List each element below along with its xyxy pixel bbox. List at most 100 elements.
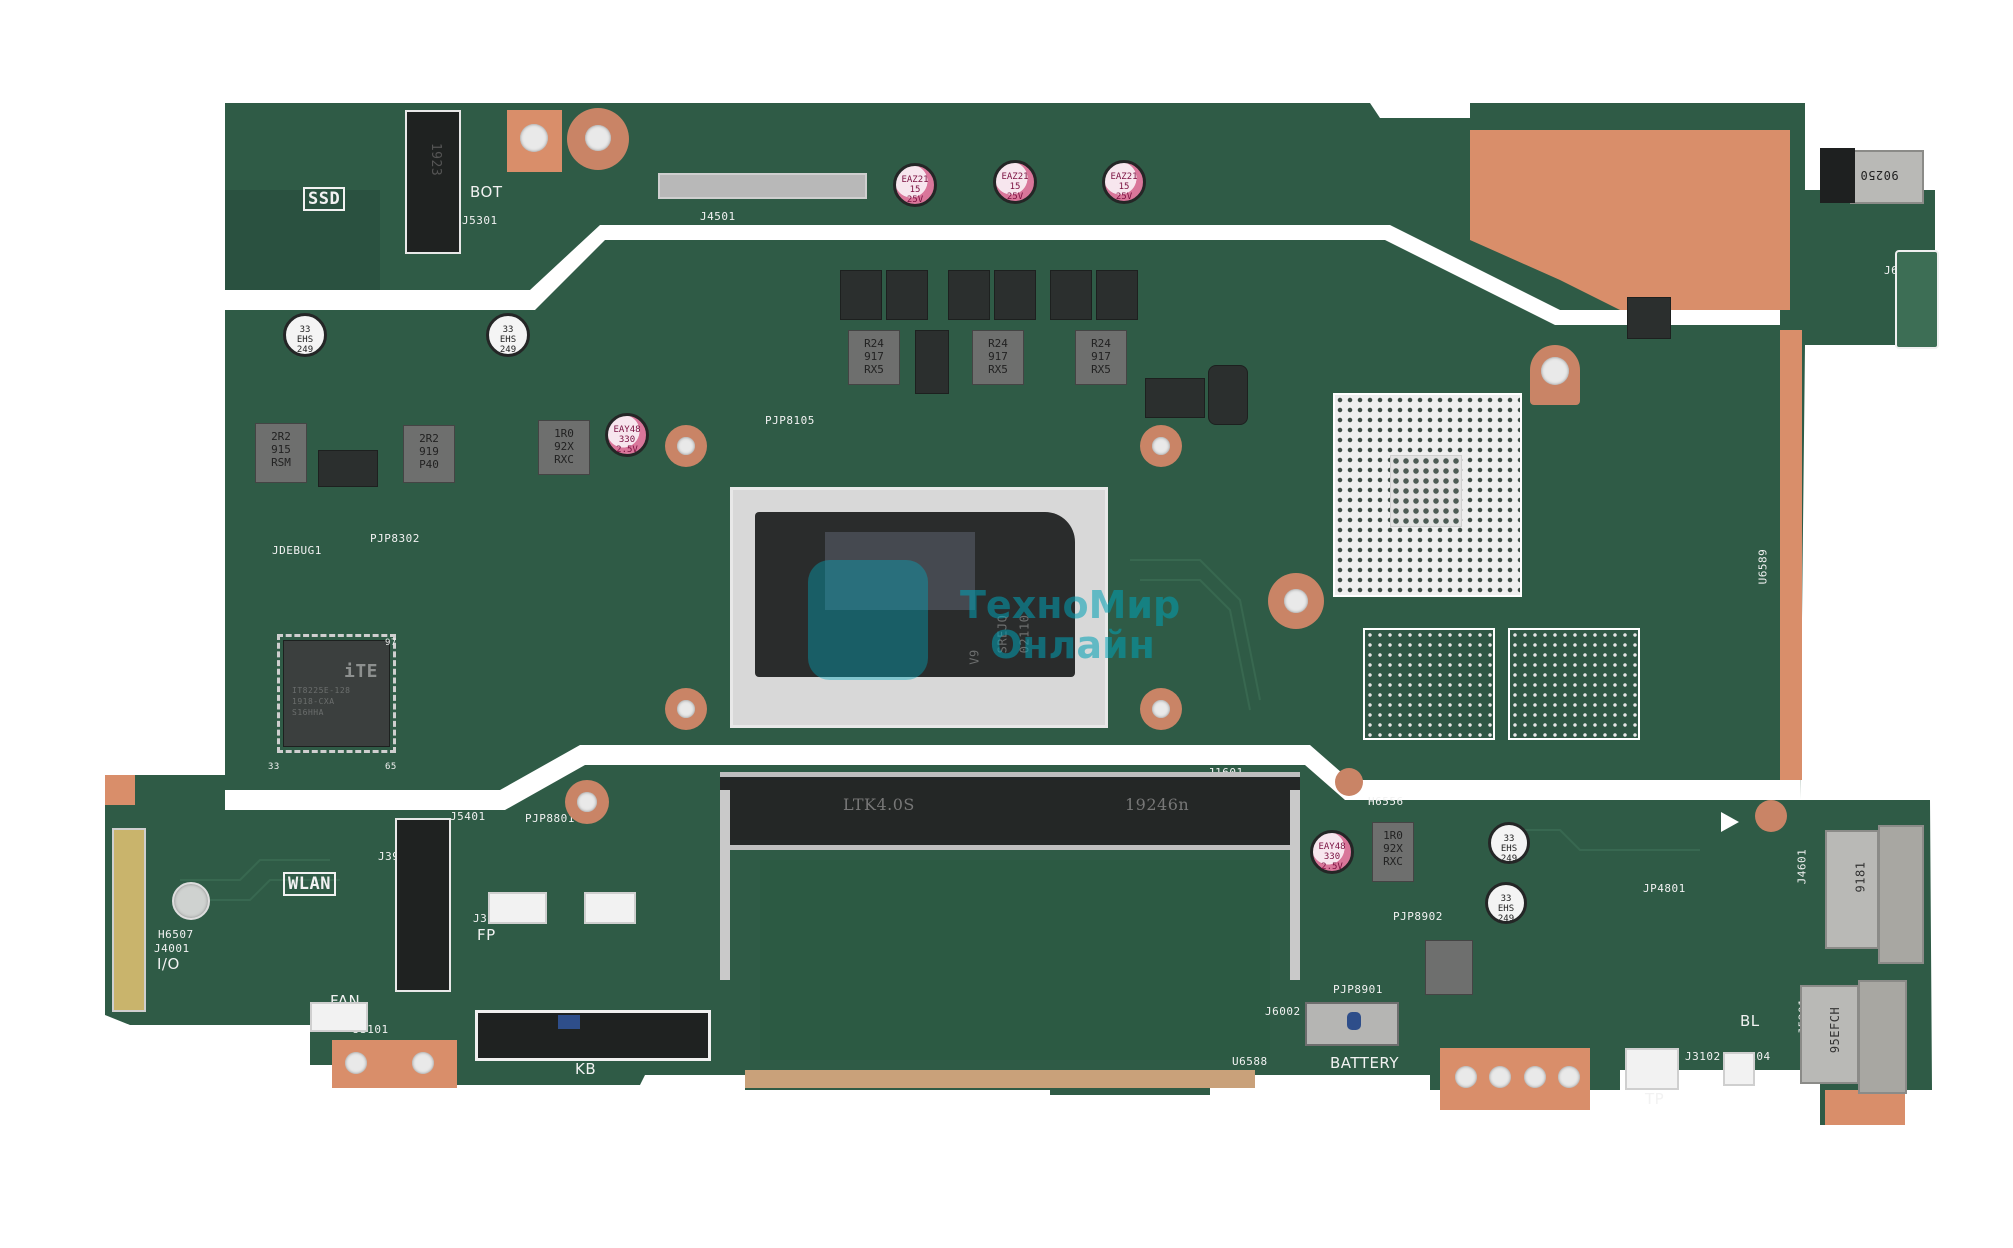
screw-ring (1755, 800, 1787, 832)
watermark-line-1: ТехноМир (960, 583, 1181, 627)
ec-pin-97: 97 (385, 638, 397, 648)
unpopulated-vram-bga (1508, 628, 1640, 740)
inductor (1425, 940, 1473, 995)
mounting-hole (412, 1052, 434, 1074)
capacitor: EAY48 330 2.5V (605, 413, 649, 457)
capacitor: EAY48 330 2.5V (1310, 830, 1354, 874)
mounting-hole (585, 125, 611, 151)
capacitor: 33 EHS 249 (283, 313, 327, 357)
dimm-latch-right (1290, 790, 1300, 980)
ssd-m2-slot: 1923 (405, 110, 461, 254)
usb-port-shield (1878, 825, 1924, 964)
diode (915, 330, 949, 394)
label-pjp8902: PJP8902 (1393, 910, 1443, 923)
mounting-hole (677, 700, 695, 718)
dimm-marking-right: 19246n (1125, 795, 1190, 814)
label-io: I/O (157, 955, 180, 973)
label-j4601: J4601 (1795, 848, 1809, 885)
inductor: 1R0 92X RXC (538, 420, 590, 475)
label-battery: BATTERY (1330, 1054, 1400, 1072)
capacitor: 33 EHS 249 (1485, 882, 1527, 924)
fp-connector-j3103 (584, 892, 636, 924)
label-j5301: J5301 (462, 214, 498, 227)
mounting-hole (1152, 437, 1170, 455)
mounting-hole (345, 1052, 367, 1074)
label-kb: KB (575, 1060, 597, 1078)
label-jp4801: JP4801 (1643, 882, 1686, 895)
label-j4501: J4501 (700, 210, 736, 223)
label-pjp8801: PJP8801 (525, 812, 575, 825)
battery-connector-tab (1347, 1012, 1361, 1030)
usb-port-j4601: 9181 (1825, 830, 1879, 949)
label-tp: TP (1645, 1090, 1665, 1108)
capacitor: EAZ21 15 25V (1102, 160, 1146, 204)
dimm-gold-fingers (745, 1070, 1255, 1088)
dc-power-connector-j6001 (1895, 250, 1939, 349)
label-u6588: U6588 (1232, 1055, 1268, 1068)
capacitor: EAZ21 15 25V (993, 160, 1037, 204)
unpopulated-gpu-bga (1333, 393, 1522, 597)
dimm-marking-left: LTK4.0S (843, 795, 915, 814)
keyboard-connector-j3101 (475, 1010, 711, 1061)
mounting-hole (577, 792, 597, 812)
copper-pad (105, 775, 135, 805)
mounting-hole (1152, 700, 1170, 718)
battery-connector (1305, 1002, 1399, 1046)
inductor: R24 917 RX5 (972, 330, 1024, 385)
inductor: R24 917 RX5 (848, 330, 900, 385)
unpopulated-vram-bga (1363, 628, 1495, 740)
mosfet (840, 270, 882, 320)
mosfet (886, 270, 928, 320)
wlan-m2-slot (395, 818, 451, 992)
ec-pin-65: 65 (385, 762, 397, 772)
usb-port-j5201: 95EFCH (1800, 985, 1859, 1084)
cpu-die: SREJQ 02110 V9 (755, 512, 1075, 677)
kb-latch-tab (558, 1015, 580, 1029)
label-u6589: U6589 (1756, 548, 1770, 585)
cpu-package: SREJQ 02110 V9 (730, 487, 1108, 728)
touchpad-connector-j3102 (1625, 1048, 1679, 1090)
label-j3102: J3102 (1685, 1050, 1721, 1063)
label-pjp8901: PJP8901 (1333, 983, 1383, 996)
label-j6002: J6002 (1265, 1005, 1301, 1018)
watermark-line-2: Онлайн (990, 623, 1155, 667)
ec-chip-ite: iTE IT8225E-128 1918-CXA S16HHA (277, 634, 396, 753)
mosfet (948, 270, 990, 320)
mounting-hole (1558, 1066, 1580, 1088)
label-ssd: SSD (303, 187, 346, 211)
label-j5401: J5401 (450, 810, 486, 823)
sodimm-slot-j1601: LTK4.0S 19246n (720, 772, 1300, 850)
audio-jack-body (1820, 148, 1855, 203)
inductor: 1R0 92X RXC (1372, 822, 1414, 882)
hdd-connector-j3901 (488, 892, 547, 924)
usb-port-1-marking: 9181 (1853, 861, 1868, 893)
watermark-logo-icon (808, 560, 928, 680)
display-connector-j4501 (658, 173, 867, 199)
mounting-hole (1541, 357, 1569, 385)
audio-jack: 90250 (1850, 150, 1924, 204)
mounting-hole (1489, 1066, 1511, 1088)
label-jdebug1: JDEBUG1 (272, 544, 322, 557)
power-ic (1627, 297, 1671, 339)
copper-pad (1825, 1090, 1905, 1125)
label-bot: BOT (470, 183, 503, 201)
label-pjp8105: PJP8105 (765, 414, 815, 427)
mosfet (994, 270, 1036, 320)
ec-chip-code: S16HHA (292, 708, 324, 717)
label-bl: BL (1740, 1012, 1760, 1030)
inductor: R24 917 RX5 (1075, 330, 1127, 385)
label-fp: FP (477, 926, 496, 944)
fan-connector-j5004 (310, 1002, 368, 1032)
io-board-connector-j4001 (112, 828, 146, 1012)
ssd-slot-marking: 1923 (428, 142, 444, 177)
usb-port-shield (1858, 980, 1907, 1094)
pin1-triangle-icon (1721, 812, 1739, 832)
ec-chip-brand: iTE (344, 661, 379, 682)
label-h6557: H6557 (1733, 313, 1769, 326)
power-ic (1208, 365, 1248, 425)
audio-jack-marking: 90250 (1860, 168, 1899, 182)
label-h6556: H6556 (1368, 795, 1404, 808)
cpu-die-core (825, 532, 975, 610)
power-ic (1145, 378, 1205, 418)
inductor: 2R2 915 RSM (255, 423, 307, 483)
